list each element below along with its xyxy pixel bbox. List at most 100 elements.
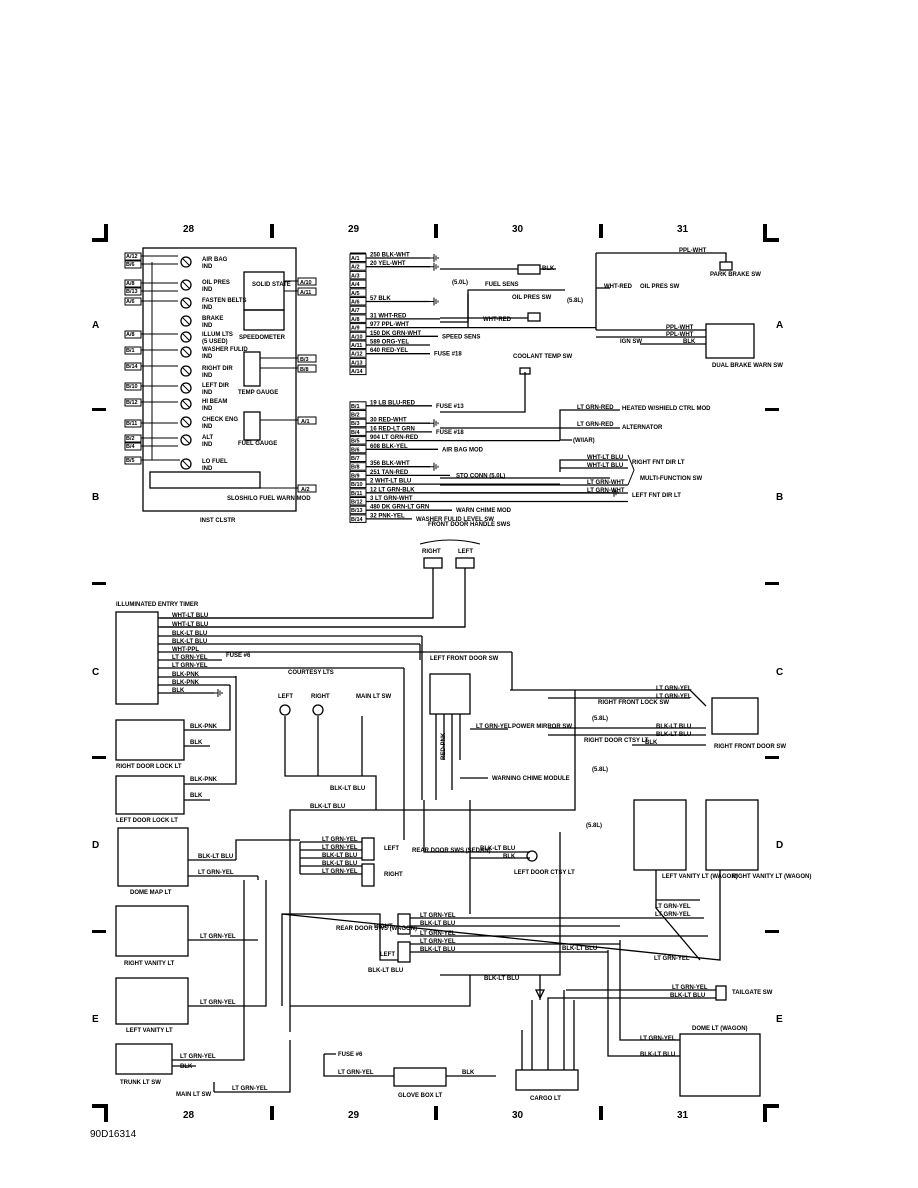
l58-label: (5.8L): [567, 298, 583, 304]
ldl-blk-pnk: BLK-PNK: [190, 777, 218, 783]
connector-pin-label: B/5: [351, 439, 360, 445]
connector-pin-box: [349, 357, 367, 367]
indicator-label-line2: IND: [202, 406, 213, 412]
multi-function-label: MULTI-FUNCTION SW: [640, 476, 703, 482]
right-door-lock-label: RIGHT DOOR LOCK LT: [116, 764, 182, 770]
ground-symbol: [428, 419, 439, 428]
col-31-top: 31: [677, 224, 689, 235]
dm-lt-grn-yel: LT GRN-YEL: [198, 870, 234, 876]
wagon-wire-label: LT GRN-YEL: [420, 939, 456, 945]
connector-pin-label: A/14: [351, 369, 364, 375]
dm-blk-lt-blu: BLK-LT BLU: [198, 854, 233, 860]
connector-pin-label: A/12: [351, 352, 363, 358]
indicator-label-line2: IND: [202, 442, 213, 448]
timer-wire-label: LT GRN-YEL: [172, 655, 208, 661]
right-front-lock-label: RIGHT FRONT LOCK SW: [598, 700, 669, 706]
left-fnt-dir-label: LEFT FNT DIR LT: [632, 493, 681, 499]
lfd-red-pnk: RED-PNK: [441, 732, 447, 760]
indicator-lamp: [180, 297, 192, 309]
right-vanity-wagon: [705, 799, 759, 871]
indicator-lamp: [180, 256, 192, 268]
sedan-wire-label: LT GRN-YEL: [322, 837, 358, 843]
indicator-lamp: [180, 458, 192, 470]
right-front-door-label: RIGHT FRONT DOOR SW: [714, 744, 786, 750]
row-e-left: E: [92, 1014, 99, 1025]
inst-clstr-label: INST CLSTR: [200, 518, 236, 524]
connector-wire-label: 30 RED-WHT: [370, 418, 407, 424]
connector-pin-label: A/4: [351, 282, 361, 288]
sedan-wire-label: LT GRN-YEL: [322, 869, 358, 875]
connector-wire-label: 250 BLK-WHT: [370, 253, 410, 259]
main-lt-sw2-label: MAIN LT SW: [176, 1092, 212, 1098]
left-vanity-lt: [115, 977, 189, 1025]
col-30-top: 30: [512, 224, 524, 235]
indicator-label-line2: IND: [202, 354, 213, 360]
solid-state-label: SOLID STATE: [252, 282, 291, 288]
ic-right-pin-a2: A/2: [301, 487, 310, 493]
left-door-lock-label: LEFT DOOR LOCK LT: [116, 818, 178, 824]
right-front-door-sw: [711, 697, 759, 735]
indicator-lamp: [180, 346, 192, 358]
dual-ppl-wht-1: PPL-WHT: [666, 325, 694, 331]
rear-door-wagon-label: REAR DOOR SWS (WAGON): [336, 926, 417, 932]
left-door-ctsy-label: LEFT DOOR CTSY LT: [514, 870, 575, 876]
indicator-label-line2: IND: [202, 373, 213, 379]
destination-label: FUSE #13: [436, 404, 464, 410]
timer-wire-label: LT GRN-YEL: [172, 663, 208, 669]
fuel-sens-connector: [517, 264, 541, 275]
temp-gauge-label: TEMP GAUGE: [238, 390, 278, 396]
left-vanity-wagon-label: LEFT VANITY LT (WAGON): [662, 874, 738, 880]
heated-windshield-label: HEATED W/SHIELD CTRL MOD: [622, 406, 711, 412]
column-headers-top: 28 29 30 31: [183, 224, 689, 238]
column-headers-bottom: 28 29 30 31: [183, 1106, 689, 1121]
connector-wire-label: 2 WHT-LT BLU: [370, 479, 411, 485]
connector-pin-box: [349, 288, 367, 297]
left-handle-sw: [455, 557, 475, 569]
ground-symbol: [428, 254, 439, 262]
timer-wire-label: BLK-LT BLU: [172, 631, 207, 637]
lt-grn-red-1: LT GRN-RED: [577, 405, 614, 411]
ground-symbol: [428, 297, 439, 306]
connector-pin-label: B/4: [351, 430, 361, 436]
entry-timer-label: ILLUMINATED ENTRY TIMER: [116, 602, 199, 608]
connector-pin-label: B/13: [351, 508, 363, 514]
wht-lt-blu-2: WHT-LT BLU: [587, 463, 623, 469]
indicator-label: RIGHT DIR: [202, 366, 233, 372]
connector-pin-label: B/11: [351, 491, 362, 497]
slosh-module-block: [149, 471, 261, 489]
wagon-wire-label: BLK-LT BLU: [420, 921, 455, 927]
destination-label: STO CONN (5.0L): [456, 473, 505, 479]
connector-wire-label: 251 TAN-RED: [370, 470, 409, 476]
connector-pin-box: [349, 453, 367, 462]
row-c-right: C: [776, 667, 783, 678]
ic-left-pin-label: A/8: [126, 332, 135, 338]
ml-lt-grn-yel: LT GRN-YEL: [232, 1086, 268, 1092]
right-vanity-label: RIGHT VANITY LT: [124, 961, 175, 967]
cargo-lt-label: CARGO LT: [530, 1096, 561, 1102]
oil-pres-sw-label: OIL PRES SW: [512, 295, 552, 301]
connector-wire-label: 608 BLK-YEL: [370, 444, 408, 450]
gb-blk: BLK: [462, 1070, 475, 1076]
speedometer-label: SPEEDOMETER: [239, 335, 286, 341]
connector-wire-label: 640 RED-YEL: [370, 348, 408, 354]
dl-blk-lt-blu: BLK-LT BLU: [640, 1052, 675, 1058]
power-mirror-label: POWER MIRROR SW: [512, 724, 572, 730]
dual-ppl-wht-2: PPL-WHT: [666, 332, 694, 338]
fuel-gauge-label: FUEL GAUGE: [238, 441, 277, 447]
rdl-blk: BLK: [190, 740, 203, 746]
row-d-left: D: [92, 840, 99, 851]
connector-wire-label: 57 BLK: [370, 296, 391, 302]
ct-blk-lt-blu-2: BLK-LT BLU: [310, 804, 345, 810]
indicator-lamp: [180, 365, 192, 377]
connector-pin-box: [349, 279, 367, 289]
indicator-label: LO FUEL: [202, 459, 228, 465]
connector-pin-label: A/5: [351, 291, 360, 297]
cargo-lt: [515, 1069, 579, 1091]
indicator-label: WASHER FULID: [202, 347, 248, 353]
courtesy-lts-label: COURTESY LTS: [288, 670, 334, 676]
ic-right-pin-b3: B/3: [300, 357, 309, 363]
handle-left: LEFT: [458, 549, 473, 555]
trunk-lt-sw-label: TRUNK LT SW: [120, 1080, 161, 1086]
sedan-wire-label: BLK-LT BLU: [322, 853, 357, 859]
ct-blk-lt-blu: BLK-LT BLU: [330, 786, 365, 792]
